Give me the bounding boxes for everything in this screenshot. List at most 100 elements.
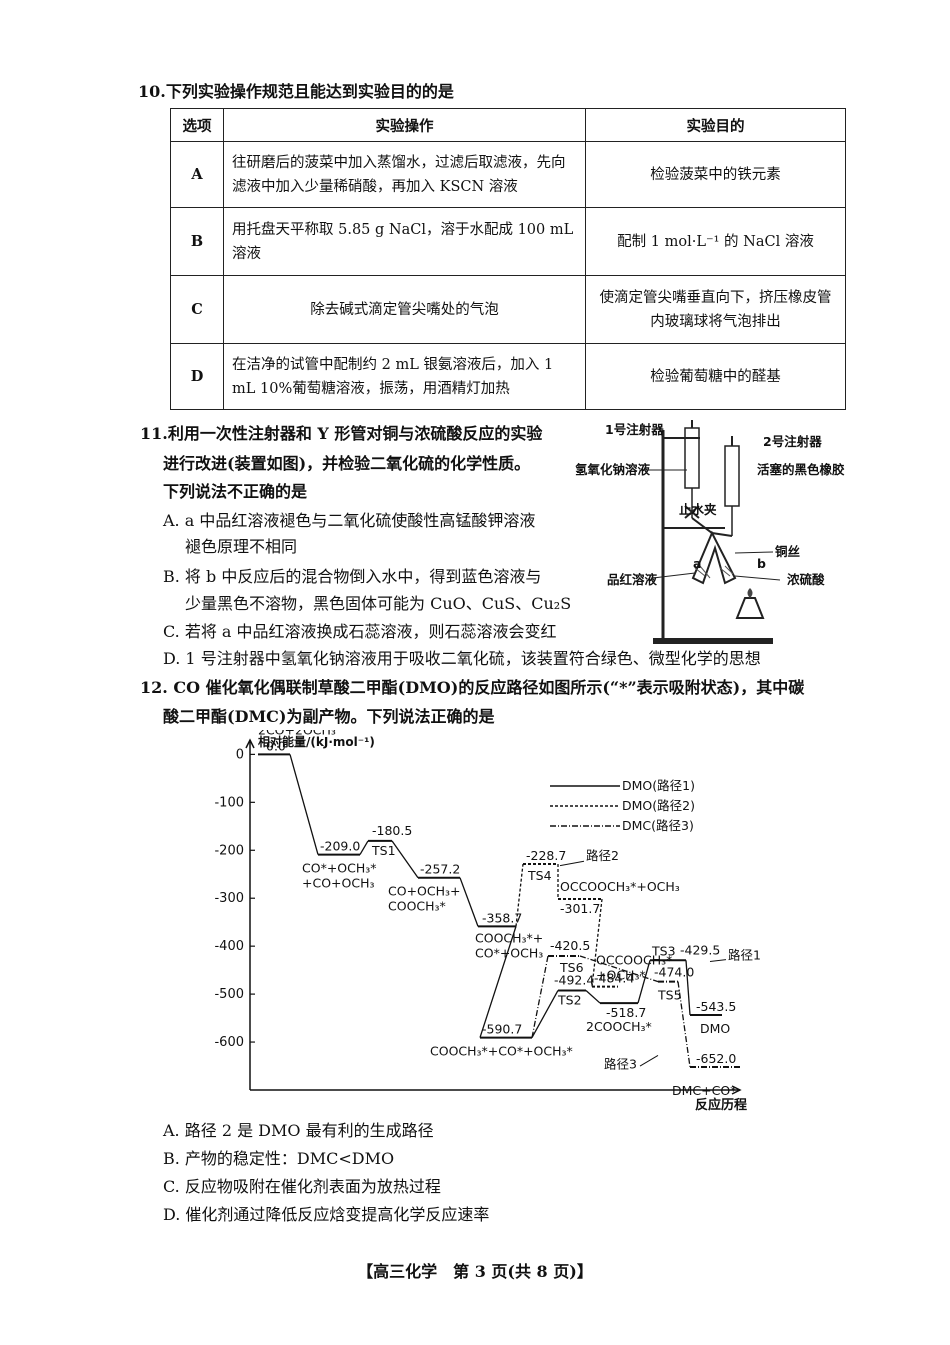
header-operation: 实验操作 [223, 108, 586, 142]
path-connector [391, 840, 419, 879]
energy-value-label: -484.4 [594, 971, 634, 986]
row-operation: 往研磨后的菠菜中加入蒸馏水，过滤后取滤液，先向滤液中加入少量稀硝酸，再加入 KS… [223, 141, 586, 208]
clamp-icon [684, 505, 700, 519]
path3-arrow [639, 1055, 659, 1067]
path1-label: 路径1 [728, 948, 761, 963]
path-connector [637, 960, 651, 1004]
species-label: COOCH₃*+ [475, 930, 543, 945]
q12-option-b: B. 产物的稳定性：DMC<DMO [163, 1149, 395, 1168]
syringe-2 [724, 445, 740, 507]
energy-value-label: -652.0 [696, 1051, 736, 1066]
species-label: DMC+CO* [672, 1083, 736, 1098]
label-fuchsine: 品红溶液 [607, 572, 658, 587]
q11-option-d: D. 1 号注射器中氢氧化钠溶液用于吸收二氧化硫，该装置符合绿色、微型化学的思想 [163, 649, 761, 668]
row-option: A [170, 141, 224, 208]
species-label: CO+OCH₃+ [388, 884, 461, 899]
path-connector [289, 754, 319, 855]
y-tick-label: 0 [236, 747, 244, 762]
label-plug: 活塞的黑色橡胶 [757, 462, 845, 477]
label-naoh: 氢氧化钠溶液 [575, 462, 651, 477]
q12-option-a: A. 路径 2 是 DMO 最有利的生成路径 [163, 1121, 434, 1140]
species-label: TS2 [557, 992, 582, 1007]
alcohol-lamp [735, 597, 765, 619]
q11-option-a: A. a 中品红溶液褪色与二氧化硫使酸性高锰酸钾溶液 [163, 511, 536, 530]
label-copper: 铜丝 [775, 544, 801, 559]
table-header-row: 选项 实验操作 实验目的 [170, 108, 846, 142]
species-label: 2COOCH₃* [586, 1019, 652, 1034]
x-axis-arrow-icon [731, 1085, 742, 1095]
y-tick-label: -600 [214, 1035, 244, 1050]
path-connector [579, 955, 659, 983]
species-label: TS1 [371, 843, 396, 858]
row-goal: 检验菠菜中的铁元素 [585, 141, 846, 208]
energy-value-label: 0.0 [266, 738, 286, 753]
row-operation: 用托盘天平称取 5.85 g NaCl，溶于水配成 100 mL 溶液 [223, 207, 586, 276]
path-connector [479, 926, 517, 1038]
leader-acid [734, 575, 781, 581]
q11-option-c: C. 若将 a 中品红溶液换成石蕊溶液，则石蕊溶液会变红 [163, 622, 557, 641]
b-liquid [719, 565, 734, 577]
species-label: +OCH₃* [596, 968, 646, 983]
chart-axes: 相对能量/(kJ·mol⁻¹)反应历程 [245, 734, 747, 1113]
species-label: 2CO+2OCH₃ [258, 730, 336, 737]
table-row: C 除去碱式滴定管尖嘴处的气泡 使滴定管尖嘴垂直向下，挤压橡皮管内玻璃球将气泡排… [170, 275, 846, 344]
header-option: 选项 [170, 108, 224, 142]
y-tick-label: -100 [214, 795, 244, 810]
y-axis-arrow-icon [245, 738, 255, 749]
y-tick-label: -200 [214, 843, 244, 858]
label-syringe2: 2号注射器 [763, 434, 822, 449]
row-option: C [170, 275, 224, 344]
energy-value-label: -518.7 [606, 1005, 646, 1020]
chart-legend: DMO(路径1)DMO(路径2)DMC(路径3) [550, 778, 695, 833]
label-syringe1: 1号注射器 [605, 422, 664, 437]
q11-option-b: B. 将 b 中反应后的混合物倒入水中，得到蓝色溶液与 [163, 567, 542, 586]
q11-option-a-cont: 褪色原理不相同 [185, 537, 298, 556]
energy-value-label: -180.5 [372, 823, 412, 838]
legend-entry: DMO(路径1) [622, 778, 695, 793]
chart-connectors [289, 754, 691, 1068]
energy-value-label: -358.7 [482, 910, 522, 925]
table-row: B 用托盘天平称取 5.85 g NaCl，溶于水配成 100 mL 溶液 配制… [170, 207, 846, 276]
table-row: A 往研磨后的菠菜中加入蒸馏水，过滤后取滤液，先向滤液中加入少量稀硝酸，再加入 … [170, 141, 846, 208]
table-row: D 在洁净的试管中配制约 2 mL 银氨溶液后，加入 1 mL 10%葡萄糖溶液… [170, 343, 846, 410]
x-axis-label: 反应历程 [695, 1097, 747, 1113]
energy-value-label: -543.5 [696, 999, 736, 1014]
q11-line-2: 进行改进(装置如图)，并检验二氧化硫的化学性质。 [163, 454, 531, 473]
row-option: B [170, 207, 224, 276]
energy-value-label: -209.0 [320, 839, 360, 854]
q11-line-3: 下列说法不正确的是 [163, 482, 308, 501]
species-label: COOCH₃* [388, 899, 446, 914]
y-tube [691, 530, 737, 585]
energy-value-label: -420.5 [550, 938, 590, 953]
q12-option-d: D. 催化剂通过降低反应焓变提高化学反应速率 [163, 1205, 490, 1224]
path-connector [459, 877, 479, 927]
q12-line-1: 12. CO 催化氧化偶联制草酸二甲酯(DMO)的反应路径如图所示(“*”表示吸… [140, 678, 805, 697]
label-clamp: 止水夹 [679, 502, 717, 517]
q11-option-b-cont: 少量黑色不溶物，黑色固体可能为 CuO、CuS、Cu₂S [185, 594, 572, 613]
species-label: +CO+OCH₃ [302, 876, 375, 891]
path-connector [531, 990, 559, 1038]
species-label: TS3 [651, 943, 676, 958]
q12-line-2: 酸二甲酯(DMC)为副产物。下列说法正确的是 [163, 707, 495, 726]
q10-table: 选项 实验操作 实验目的 A 往研磨后的菠菜中加入蒸馏水，过滤后取滤液，先向滤液… [170, 108, 846, 410]
path2-label: 路径2 [586, 848, 619, 863]
path-connector [531, 955, 549, 1038]
a-liquid [694, 565, 711, 579]
q11-line-1: 11.利用一次性注射器和 Y 形管对铜与浓硫酸反应的实验 [140, 424, 543, 443]
legend-entry: DMO(路径2) [622, 798, 695, 813]
leader-copper [734, 551, 774, 554]
label-acid: 浓硫酸 [787, 572, 825, 587]
energy-chart: 相对能量/(kJ·mol⁻¹)反应历程 0-100-200-300-400-50… [214, 730, 761, 1113]
page-footer: 【高三化学 第 3 页(共 8 页)】 [357, 1262, 593, 1281]
energy-value-label: -257.2 [420, 862, 460, 877]
energy-value-label: -474.0 [654, 965, 694, 980]
chart-ticks: 0-100-200-300-400-500-600 [214, 747, 255, 1050]
row-operation: 在洁净的试管中配制约 2 mL 银氨溶液后，加入 1 mL 10%葡萄糖溶液，振… [223, 343, 586, 410]
path2-arrow [559, 860, 585, 867]
path-connector [677, 981, 691, 1068]
energy-value-label: -228.7 [526, 848, 566, 863]
path-connector [685, 960, 691, 1016]
y-tick-label: -500 [214, 987, 244, 1002]
path-connector [359, 840, 369, 855]
species-label: TS4 [527, 868, 552, 883]
